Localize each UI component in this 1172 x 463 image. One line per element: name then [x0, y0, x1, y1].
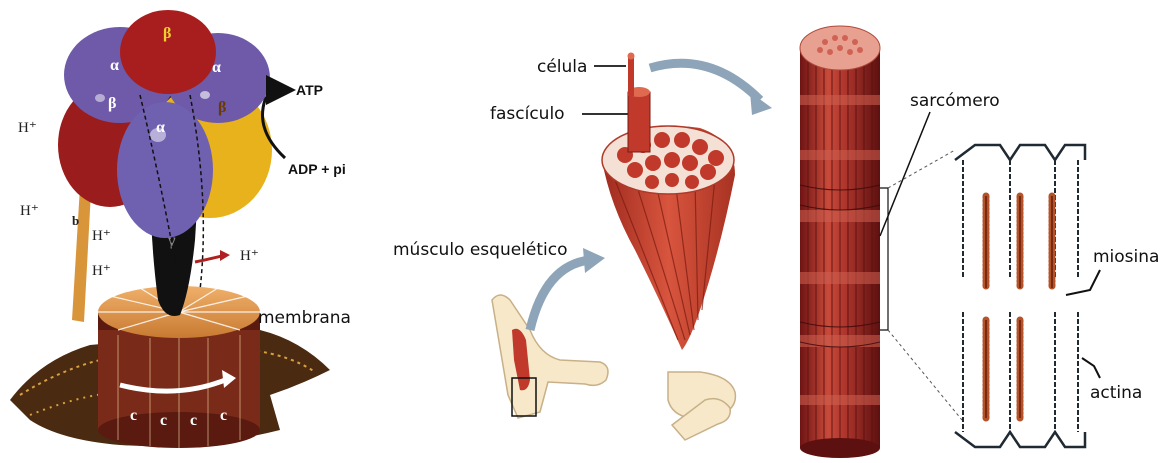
- muscle-fiber: [800, 26, 880, 458]
- muscle-hierarchy: célula fascículo músculo esquelético: [393, 26, 1159, 458]
- beta-label-left: β: [108, 95, 116, 112]
- myosin-pointer: [1066, 270, 1100, 295]
- alpha-subunit-front: [117, 102, 213, 238]
- alpha-label-left: α: [110, 57, 119, 74]
- atp-reaction: ATP ADP + pi: [263, 82, 346, 177]
- muscle-belly: [602, 53, 735, 351]
- atp-synthase: c c c c b γ: [10, 10, 351, 448]
- alpha-label-right: α: [212, 59, 221, 76]
- fascicle-label: fascículo: [490, 104, 565, 124]
- sarcomere-detail: [955, 145, 1085, 447]
- beta-label-top: β: [163, 25, 171, 42]
- alpha-label-front: α: [156, 119, 165, 136]
- actin-label: actina: [1090, 383, 1142, 403]
- actin-pointer: [1082, 358, 1100, 378]
- beta-subunit-top: [120, 10, 216, 94]
- sarcomere-label: sarcómero: [910, 91, 1000, 111]
- h-plus-label-5: H⁺: [240, 248, 259, 264]
- beta-label-right: β: [218, 99, 226, 116]
- adp-pi-label: ADP + pi: [288, 161, 346, 177]
- h-plus-label-4: H⁺: [92, 263, 111, 279]
- muscle-to-fiber-arrow-icon: [650, 63, 760, 100]
- arm-to-muscle-arrow-icon: [530, 260, 590, 330]
- zoom-line-bottom: [888, 330, 962, 420]
- h-plus-label-2: H⁺: [20, 203, 39, 219]
- zoom-line-top: [888, 150, 955, 188]
- arm-illustration: [492, 295, 735, 418]
- sarcomere-leader-line: [880, 112, 930, 236]
- cell-label: célula: [537, 57, 587, 77]
- sarcomere-bracket: [880, 188, 888, 330]
- c-subunit-label-1: c: [130, 407, 137, 424]
- membrane-label: membrana: [258, 308, 351, 328]
- skeletal-muscle-label: músculo esquelético: [393, 240, 568, 260]
- c-subunit-label-3: c: [190, 412, 197, 429]
- h-plus-label-3: H⁺: [92, 228, 111, 244]
- c-subunit-label-4: c: [220, 407, 227, 424]
- b-subunit-label: b: [72, 213, 79, 228]
- atp-label: ATP: [296, 82, 323, 98]
- h-plus-label-1: H⁺: [18, 120, 37, 136]
- c-subunit-label-2: c: [160, 412, 167, 429]
- myosin-label: miosina: [1093, 247, 1159, 267]
